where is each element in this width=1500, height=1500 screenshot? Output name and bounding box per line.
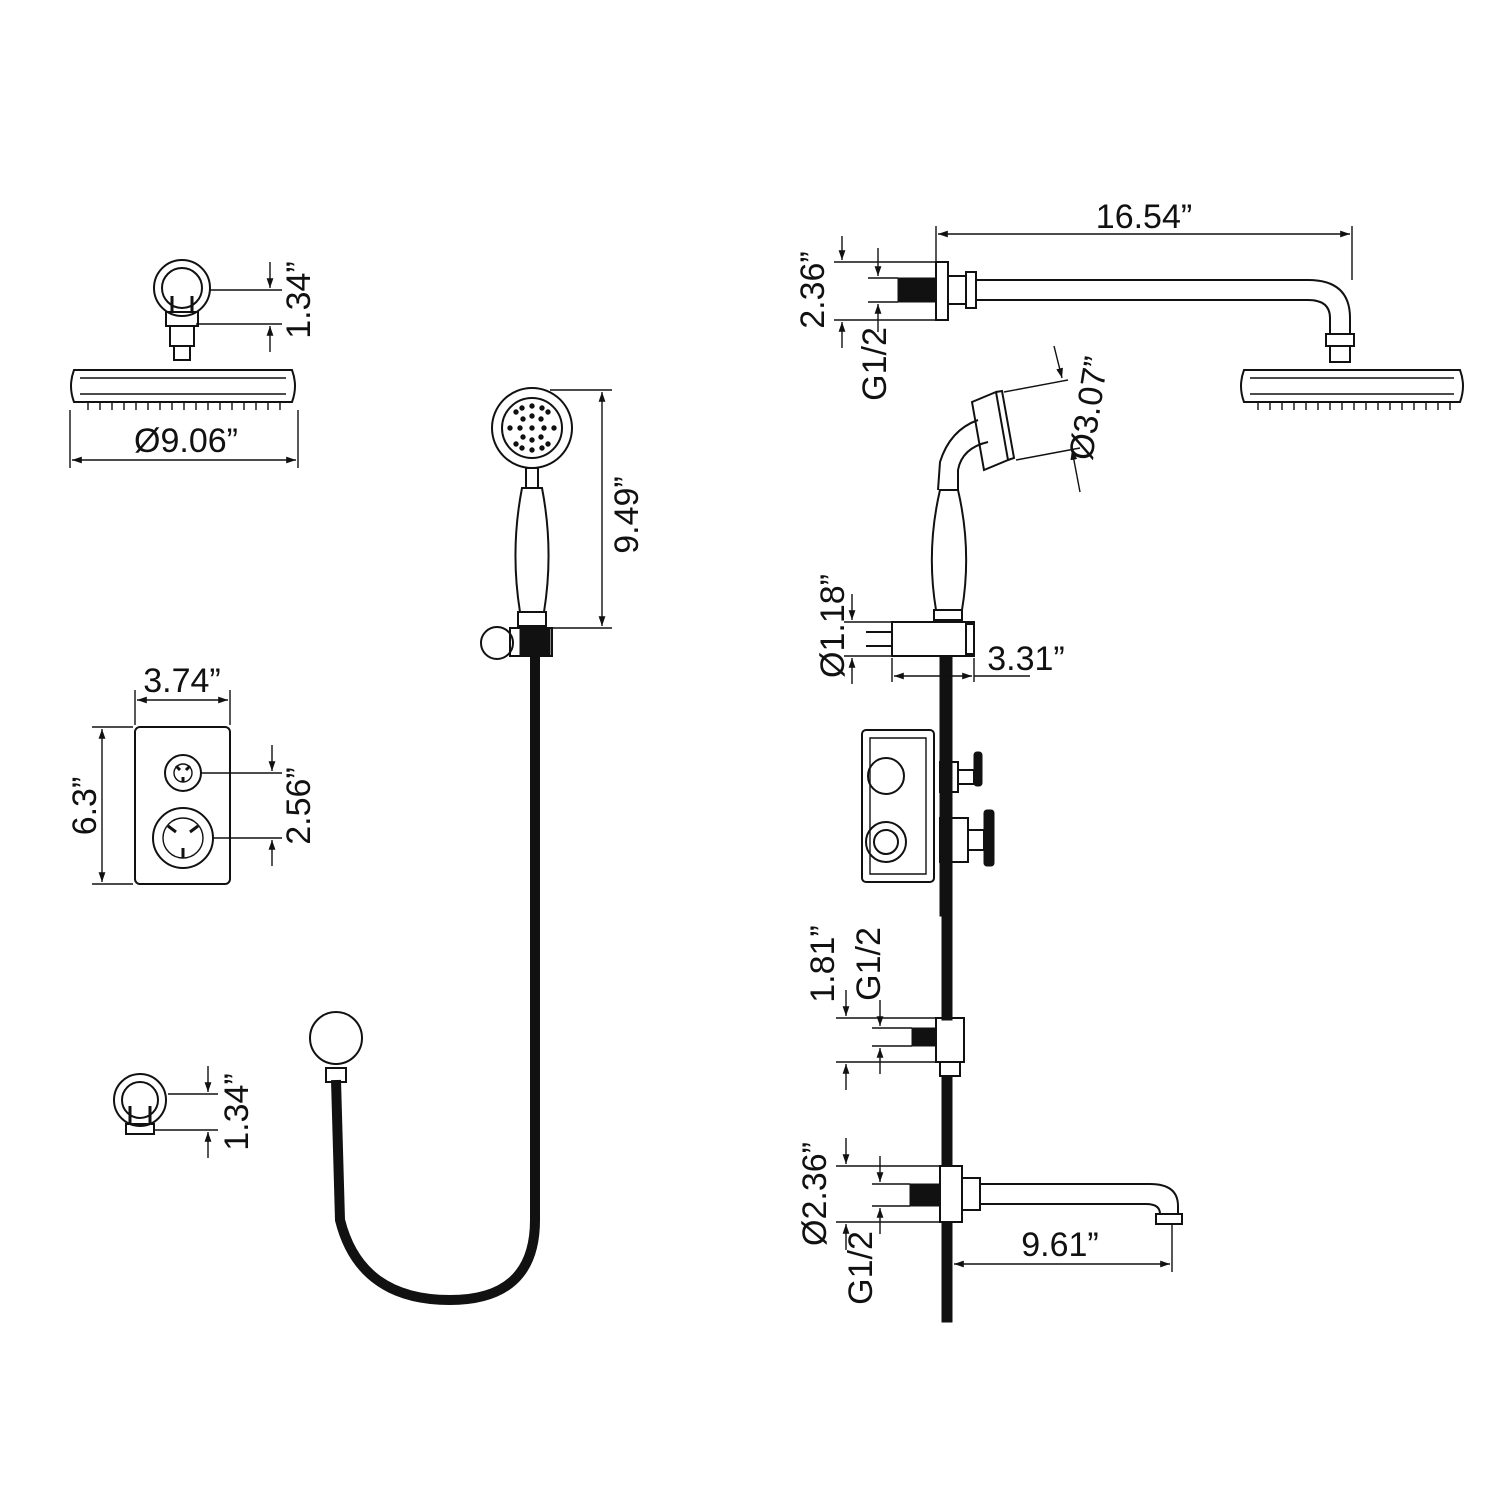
rain-shower-head-view: 1.34” Ø9.06”	[69, 259, 318, 468]
arm-thread-label: G1/2	[856, 327, 894, 401]
spout-flange-label: Ø2.36”	[796, 1142, 834, 1246]
elbow-thread-label: G1/2	[850, 927, 888, 1001]
tub-spout-side-view: Ø2.36” G1/2 9.61”	[796, 1075, 1183, 1323]
elbow-flange-label: 1.81”	[804, 925, 842, 1003]
handheld-length-label: 9.49”	[608, 476, 646, 554]
arm-length-label: 16.54”	[1096, 198, 1192, 236]
handheld-side-view: Ø3.07” Ø1.18” 3.31”	[814, 345, 1116, 727]
trim-width-label: 3.74”	[143, 662, 221, 700]
holder-diameter-label: Ø1.18”	[814, 574, 852, 678]
wall-elbow-side-view: 1.81” G1/2	[804, 915, 965, 1090]
head-arm-height-label: 1.34”	[280, 261, 318, 339]
wall-outlet-elbow-view: 1.34”	[113, 1066, 256, 1158]
spout-length-label: 9.61”	[1021, 1226, 1099, 1264]
outlet-height-label: 1.34”	[218, 1073, 256, 1151]
arm-flange-label: 2.36”	[794, 251, 832, 329]
valve-body-view	[861, 725, 995, 917]
shower-arm-side-view: 16.54” 2.36” G1/2	[794, 198, 1464, 410]
trim-spacing-label: 2.56”	[280, 767, 318, 845]
trim-height-label: 6.3”	[66, 777, 104, 836]
handheld-head-diameter-label: Ø3.07”	[1062, 354, 1116, 463]
holder-projection-label: 3.31”	[987, 640, 1065, 678]
handheld-shower-view: 9.49”	[309, 387, 646, 1306]
trim-plate-view: 3.74” 6.3” 2.56”	[66, 662, 318, 885]
spout-thread-label: G1/2	[842, 1231, 880, 1305]
head-diameter-label: Ø9.06”	[134, 422, 238, 460]
